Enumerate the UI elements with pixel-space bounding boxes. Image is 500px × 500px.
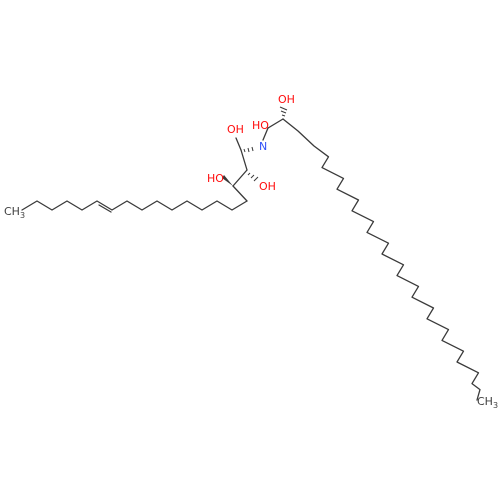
stereo-hash-c2-oh	[247, 172, 259, 182]
stereo-hash-c1-n	[243, 146, 254, 153]
stereo-wedge-c3-oh	[222, 175, 233, 186]
stereo-hash-calpha-oh	[279, 106, 288, 117]
sphingoid-tail-chain	[21, 200, 248, 211]
label-oh-c2: OH	[259, 180, 276, 193]
bond-c4-c3	[232, 185, 248, 202]
label-ho-amide: HO	[252, 119, 269, 132]
label-ho-c3: HO	[207, 172, 224, 185]
trans-double-bond	[98, 204, 112, 213]
bond-c3-c2	[232, 169, 248, 187]
bond-n-ccarbonyl	[262, 127, 269, 141]
label-n: N	[259, 140, 267, 153]
label-oh-primary: OH	[227, 123, 244, 136]
bond-c2-c1	[240, 149, 248, 171]
label-oh-alpha: OH	[278, 93, 295, 106]
label-ch3-right: CH3	[477, 395, 498, 410]
bond-c1-ch2	[235, 137, 242, 151]
fatty-acyl-chain	[282, 118, 481, 401]
label-ch3-left: CH3	[4, 205, 25, 220]
bond-ccarbonyl-calpha	[267, 118, 284, 129]
